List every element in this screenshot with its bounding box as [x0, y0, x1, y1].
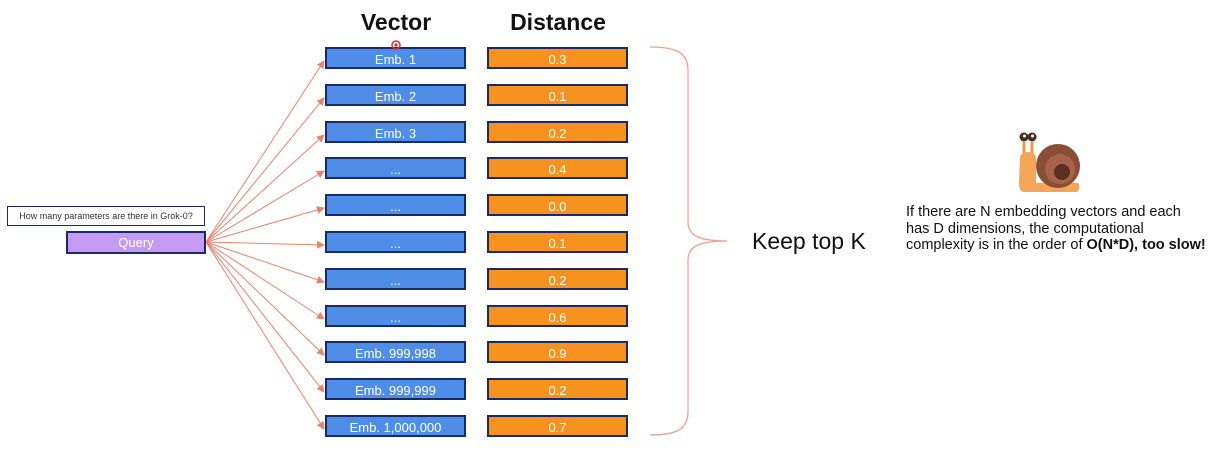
- distance-cell: 0.7: [487, 415, 628, 437]
- keep-top-k-label: Keep top K: [752, 228, 866, 254]
- distance-cell: 0.2: [487, 121, 628, 143]
- vector-cell: ...: [325, 194, 466, 216]
- query-arrow: [205, 206, 325, 243]
- vector-cell: ...: [325, 268, 466, 290]
- distance-cell: 0.4: [487, 157, 628, 179]
- distance-cell: 0.1: [487, 231, 628, 253]
- complexity-note-bold: O(N*D), too slow!: [1086, 237, 1206, 253]
- query-arrow: [205, 134, 325, 243]
- query-arrow: [205, 97, 325, 243]
- vector-cell: ...: [325, 157, 466, 179]
- distance-cell: 0.2: [487, 268, 628, 290]
- query-arrow: [205, 241, 325, 284]
- query-arrow: [205, 240, 325, 249]
- query-box: Query: [66, 231, 206, 254]
- complexity-note: If there are N embedding vectors and eac…: [906, 204, 1206, 254]
- query-arrow: [205, 60, 325, 243]
- vector-cell: Emb. 1,000,000: [325, 415, 466, 437]
- cursor-indicator: [391, 40, 401, 50]
- distance-cell: 0.2: [487, 378, 628, 400]
- distance-cell: 0.9: [487, 341, 628, 363]
- query-arrow: [205, 241, 325, 430]
- distance-cell: 0.0: [487, 194, 628, 216]
- query-arrow: [205, 241, 325, 320]
- vector-cell: Emb. 2: [325, 84, 466, 106]
- vector-cell: ...: [325, 305, 466, 327]
- distance-heading: Distance: [510, 9, 606, 35]
- vector-cell: ...: [325, 231, 466, 253]
- query-arrow: [205, 241, 325, 356]
- snail-icon: [1019, 132, 1080, 192]
- vector-cell: Emb. 3: [325, 121, 466, 143]
- complexity-note-text: If there are N embedding vectors and eac…: [906, 204, 1181, 253]
- query-arrow: [205, 241, 325, 393]
- vector-cell: Emb. 999,999: [325, 378, 466, 400]
- vector-cell: Emb. 999,998: [325, 341, 466, 363]
- vector-heading: Vector: [360, 9, 432, 35]
- question-text: How many parameters are there in Grok-0?: [7, 206, 205, 226]
- distance-cell: 0.6: [487, 305, 628, 327]
- distance-cell: 0.1: [487, 84, 628, 106]
- query-arrow: [205, 170, 325, 243]
- distance-cell: 0.3: [487, 47, 628, 69]
- vector-cell: Emb. 1: [325, 47, 466, 69]
